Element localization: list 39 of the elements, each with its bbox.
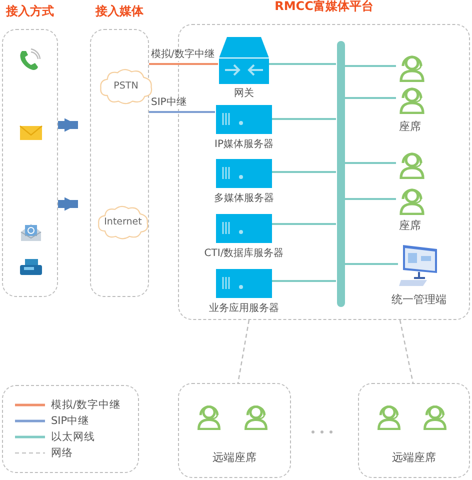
group-label: 座席 xyxy=(399,218,421,233)
connector-line xyxy=(344,198,396,200)
edge-label: SIP中继 xyxy=(150,97,188,109)
connector-line xyxy=(344,65,396,67)
block-arrow xyxy=(58,197,78,211)
node-label: CTI/数据库服务器 xyxy=(204,246,284,260)
connector-line xyxy=(344,263,398,265)
connector-line xyxy=(268,63,336,65)
legend-label: 网络 xyxy=(51,446,73,460)
connector-line xyxy=(344,97,396,99)
group-heading: 接入媒体 xyxy=(96,3,144,20)
connector-line xyxy=(271,223,336,225)
node-label: 业务应用服务器 xyxy=(209,302,279,315)
connector-line xyxy=(271,171,336,173)
edge-label: 模拟/数字中继 xyxy=(150,49,216,61)
legend-label: 以太网线 xyxy=(51,430,95,444)
connector-line xyxy=(271,118,336,120)
node-label: 远端座席 xyxy=(392,450,436,465)
connector-line xyxy=(344,162,396,164)
block-arrow xyxy=(58,118,78,132)
legend-label: SIP中继 xyxy=(51,414,90,428)
remote-agent-panel xyxy=(178,383,291,478)
network-bus-bar xyxy=(337,41,345,307)
group-heading: 接入方式 xyxy=(6,3,54,20)
node-label: PSTN xyxy=(112,80,140,92)
node-label: 远端座席 xyxy=(212,450,256,465)
network-line xyxy=(237,320,250,384)
connector-line xyxy=(149,111,215,113)
node-label: IP媒体服务器 xyxy=(214,138,274,151)
network-line xyxy=(399,320,414,384)
connector-line xyxy=(149,63,218,65)
connector-line xyxy=(271,280,336,282)
legend-label: 模拟/数字中继 xyxy=(51,398,121,412)
node-label: 网关 xyxy=(234,86,254,100)
group-label: 座席 xyxy=(399,119,421,134)
node-label: 统一管理端 xyxy=(392,292,446,307)
node-label: 多媒体服务器 xyxy=(214,192,274,205)
remote-agent-panel xyxy=(358,383,470,478)
node-label: Internet xyxy=(103,216,143,228)
